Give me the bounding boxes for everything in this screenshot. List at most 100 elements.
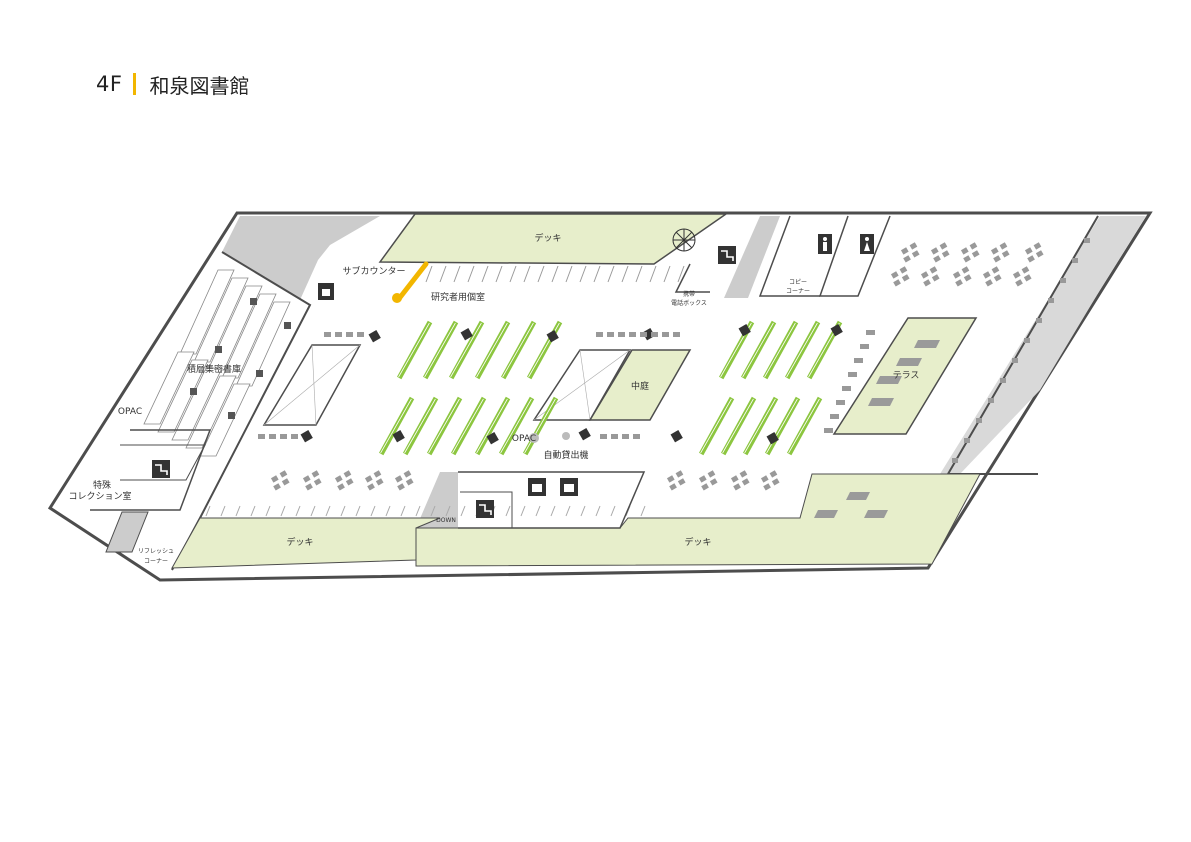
seat	[1072, 258, 1078, 263]
window-mullion	[310, 505, 316, 517]
self-checkout-machine[interactable]	[562, 432, 570, 440]
window-mullion	[250, 505, 256, 517]
floor-label: 4F	[96, 72, 123, 96]
seat	[963, 255, 971, 263]
seat	[771, 478, 780, 486]
shelf-divider	[744, 398, 776, 454]
label-copy-corner-2: コーナー	[786, 288, 810, 295]
shelf-divider	[700, 398, 732, 454]
window-mullion	[430, 505, 436, 517]
label-down: DOWN	[436, 517, 456, 524]
seat	[364, 475, 373, 483]
seat	[280, 434, 287, 439]
shelf-divider	[742, 322, 774, 378]
shelf-endcap	[392, 430, 405, 443]
seat	[1021, 266, 1030, 274]
seat	[346, 332, 353, 337]
window-mullion	[325, 505, 331, 517]
partition	[467, 265, 475, 283]
elevator-icon[interactable]	[560, 478, 578, 496]
label-stacks: 積層集密書庫	[187, 363, 241, 375]
partition	[495, 265, 503, 283]
window-mullion	[385, 505, 391, 517]
seat	[629, 332, 636, 337]
shelf-endcap	[642, 328, 655, 341]
page-header: 4F 和泉図書館	[96, 68, 249, 100]
seat	[730, 475, 739, 483]
label-courtyard: 中庭	[631, 380, 649, 392]
partition	[621, 265, 629, 283]
seat	[939, 242, 948, 250]
gray-area-copy	[724, 216, 780, 298]
seat	[923, 279, 931, 287]
seat	[955, 279, 963, 287]
toilet-women-icon[interactable]	[860, 234, 874, 254]
seat	[270, 475, 279, 483]
seat	[281, 478, 290, 486]
seats	[258, 238, 1090, 491]
seat	[1035, 250, 1044, 258]
courtyard[interactable]	[588, 349, 692, 421]
gray-area-elev-bottom	[416, 472, 458, 528]
seat	[343, 470, 352, 478]
elevator-icon[interactable]	[528, 478, 546, 496]
seat	[929, 266, 938, 274]
library-name: 和泉図書館	[149, 73, 250, 98]
window-mullion	[415, 505, 421, 517]
seat	[931, 274, 940, 282]
shelf-divider	[766, 398, 798, 454]
label-research-rooms: 研究者用個室	[431, 291, 485, 303]
seat	[273, 483, 281, 491]
stairs-icon[interactable]	[476, 500, 494, 518]
toilet-wall	[818, 215, 891, 297]
label-deck-top: デッキ	[534, 232, 561, 244]
seat	[669, 483, 677, 491]
seat	[633, 434, 640, 439]
seat	[258, 434, 265, 439]
deck-top[interactable]	[378, 213, 729, 265]
seat	[291, 434, 298, 439]
seat	[640, 332, 647, 337]
seat	[1012, 358, 1018, 363]
seat	[985, 279, 993, 287]
seat	[313, 478, 322, 486]
seat	[901, 274, 910, 282]
elevator-icon[interactable]	[318, 283, 334, 300]
seat	[741, 478, 750, 486]
seat	[890, 271, 899, 279]
stack-handles	[190, 298, 291, 419]
toilet-men-icon[interactable]	[818, 234, 832, 254]
compact-stacks	[143, 269, 291, 457]
sub-counter[interactable]	[395, 261, 429, 303]
window-mullion	[550, 505, 556, 517]
seat	[311, 470, 320, 478]
label-sub-counter: サブカウンター	[342, 265, 405, 277]
gray-area-top-left	[222, 216, 380, 300]
terrace-tables	[868, 340, 940, 406]
window-mullion	[535, 505, 541, 517]
shelf-endcap	[460, 328, 473, 341]
partition	[537, 265, 545, 283]
label-opac-left: OPAC	[118, 407, 142, 417]
seat	[952, 458, 958, 463]
seat	[964, 438, 970, 443]
void-left-diag-1	[311, 344, 317, 426]
seat	[733, 483, 741, 491]
window-mullion	[205, 505, 211, 517]
seat	[709, 478, 718, 486]
stair-core-bottom	[460, 491, 513, 528]
opac-terminal-center[interactable]	[529, 433, 539, 443]
window-mullion	[400, 505, 406, 517]
seat	[836, 400, 845, 405]
deck-tables	[814, 492, 888, 518]
stairs-icon[interactable]	[718, 246, 736, 264]
seat	[302, 475, 311, 483]
shelf-divider	[764, 322, 796, 378]
seat	[345, 478, 354, 486]
seat	[611, 434, 618, 439]
seat	[960, 247, 969, 255]
shelf-divider	[476, 322, 508, 378]
spiral-stair-icon[interactable]	[672, 228, 696, 252]
sub-counter-dot	[392, 293, 402, 303]
stairs-icon[interactable]	[152, 460, 170, 478]
